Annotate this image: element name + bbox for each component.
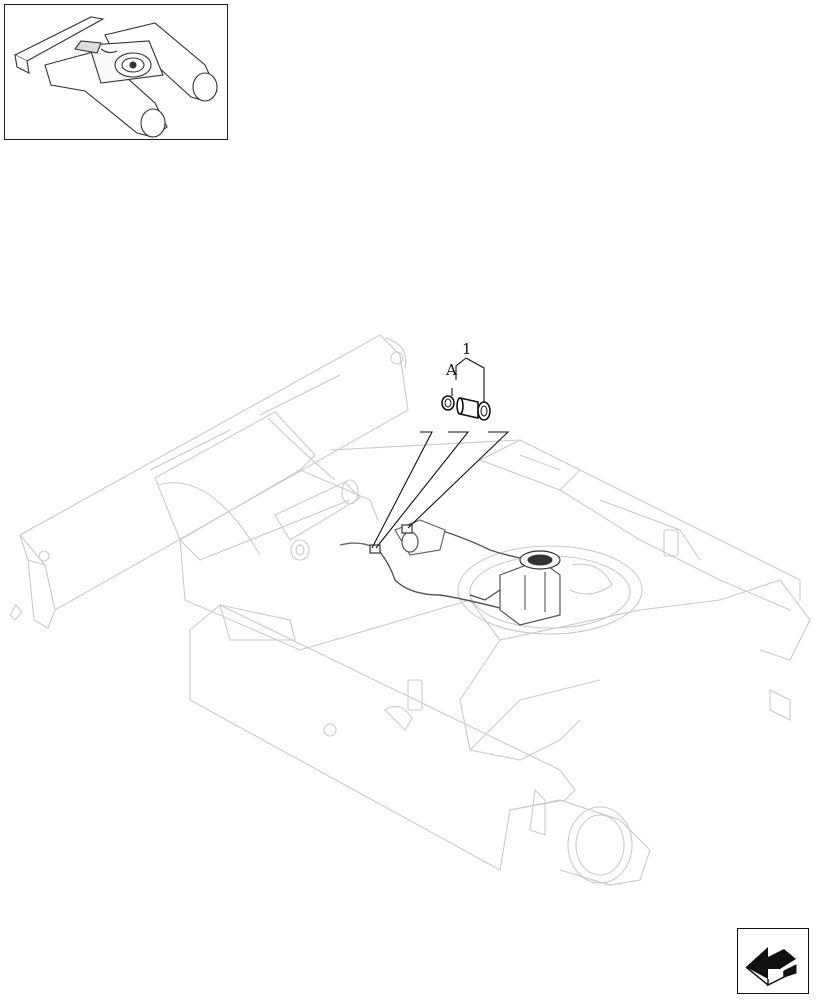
swivel-joint (469, 550, 561, 626)
undercarriage-thumbnail-icon (13, 16, 218, 138)
dozer-blade (9, 334, 409, 629)
part-number-label: 1 (462, 340, 472, 358)
sub-item-label: A (445, 361, 457, 379)
hydraulic-hoses (339, 519, 521, 609)
chassis (299, 439, 801, 761)
blade-frame (154, 411, 379, 651)
return-button[interactable] (737, 928, 809, 994)
overview-thumbnail (4, 4, 228, 140)
return-arrow-icon (745, 947, 797, 987)
blade-cylinder (274, 479, 361, 561)
track-frame (189, 604, 651, 886)
right-track-frame (719, 579, 811, 721)
callout-leaders (371, 357, 510, 549)
exploded-parts (441, 395, 491, 421)
fitting-part (456, 397, 491, 421)
